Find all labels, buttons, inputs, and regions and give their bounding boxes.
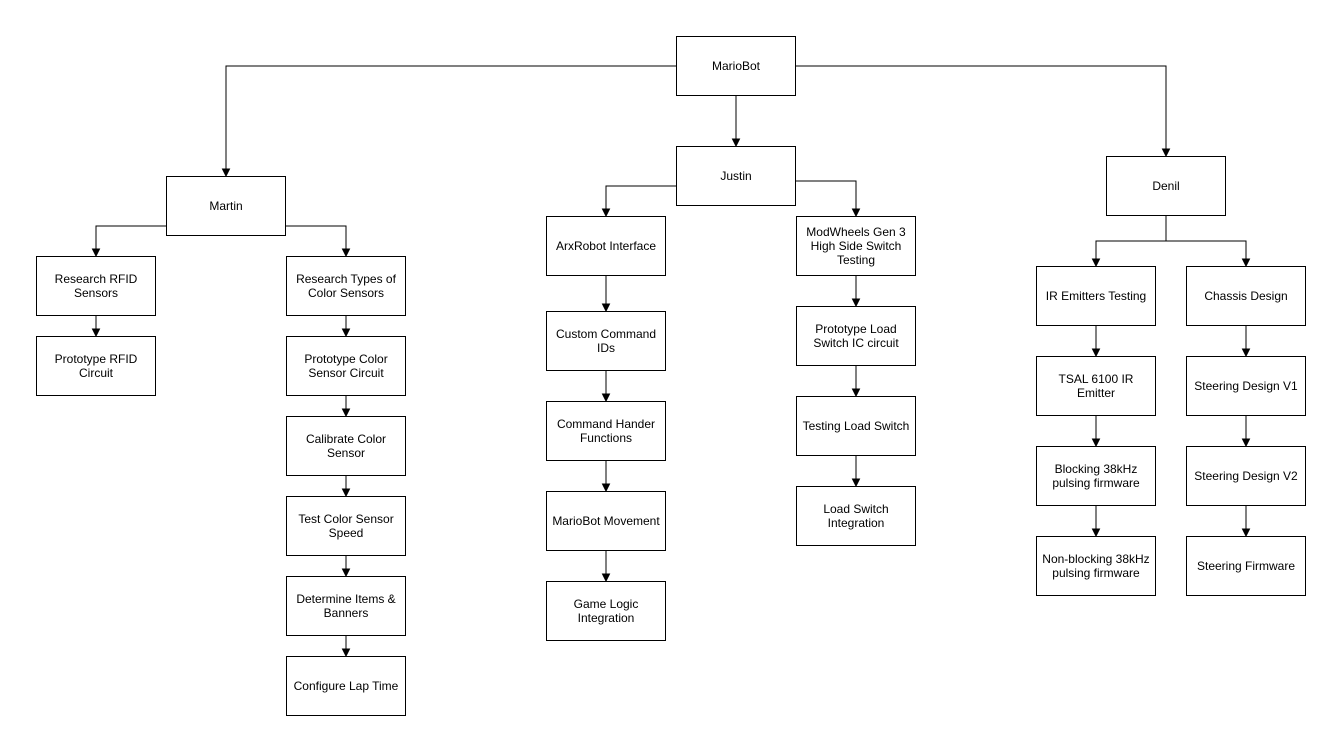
node-tsal: TSAL 6100 IR Emitter [1036,356,1156,416]
arrowhead [851,208,861,218]
node-mariobot-movement: MarioBot Movement [546,491,666,551]
node-calibrate-color: Calibrate Color Sensor [286,416,406,476]
node-test-color-speed: Test Color Sensor Speed [286,496,406,556]
node-command-handler: Command Hander Functions [546,401,666,461]
arrowhead [91,328,101,338]
arrowhead [1241,348,1251,358]
edge-mariobot-denil [796,65,1167,152]
node-prototype-rfid: Prototype RFID Circuit [36,336,156,396]
arrowhead [341,568,351,578]
arrowhead [601,393,611,403]
arrowhead [1161,148,1171,158]
arrowhead [1091,258,1101,268]
node-ir-emitters: IR Emitters Testing [1036,266,1156,326]
edge-justin-arxrobot [605,185,676,212]
node-modwheels: ModWheels Gen 3 High Side Switch Testing [796,216,916,276]
arrowhead [1241,528,1251,538]
node-prototype-load: Prototype Load Switch IC circuit [796,306,916,366]
node-custom-ids: Custom Command IDs [546,311,666,371]
node-determine-items: Determine Items & Banners [286,576,406,636]
node-blocking: Blocking 38kHz pulsing firmware [1036,446,1156,506]
edge-martin-research-rfid [95,225,166,252]
arrowhead [341,648,351,658]
arrowhead [851,388,861,398]
edge-justin-modwheels [796,180,857,212]
arrowhead [1091,528,1101,538]
arrowhead [1091,438,1101,448]
arrowhead [341,488,351,498]
arrowhead [601,573,611,583]
arrowhead [731,138,741,148]
node-steering-v2: Steering Design V2 [1186,446,1306,506]
node-load-integration: Load Switch Integration [796,486,916,546]
node-mariobot: MarioBot [676,36,796,96]
node-research-color: Research Types of Color Sensors [286,256,406,316]
arrowhead [1241,438,1251,448]
arrowhead [601,483,611,493]
edge-denil-branch [1095,216,1167,262]
arrowhead [341,408,351,418]
node-steering-fw: Steering Firmware [1186,536,1306,596]
node-configure-lap: Configure Lap Time [286,656,406,716]
node-prototype-color: Prototype Color Sensor Circuit [286,336,406,396]
edge-mariobot-martin [225,65,676,172]
arrowhead [341,248,351,258]
node-nonblocking: Non-blocking 38kHz pulsing firmware [1036,536,1156,596]
node-research-rfid: Research RFID Sensors [36,256,156,316]
node-martin: Martin [166,176,286,236]
arrowhead [91,248,101,258]
arrowhead [851,298,861,308]
arrowhead [1241,258,1251,268]
node-denil: Denil [1106,156,1226,216]
arrowhead [851,478,861,488]
node-justin: Justin [676,146,796,206]
node-testing-load: Testing Load Switch [796,396,916,456]
arrowhead [341,328,351,338]
node-chassis: Chassis Design [1186,266,1306,326]
arrowhead [1091,348,1101,358]
arrowhead [601,208,611,218]
arrowhead [601,303,611,313]
arrowhead [221,168,231,178]
edge-martin-research-color [286,225,347,252]
node-game-logic: Game Logic Integration [546,581,666,641]
node-steering-v1: Steering Design V1 [1186,356,1306,416]
node-arxrobot: ArxRobot Interface [546,216,666,276]
edge-denil-chassis [1166,240,1247,262]
